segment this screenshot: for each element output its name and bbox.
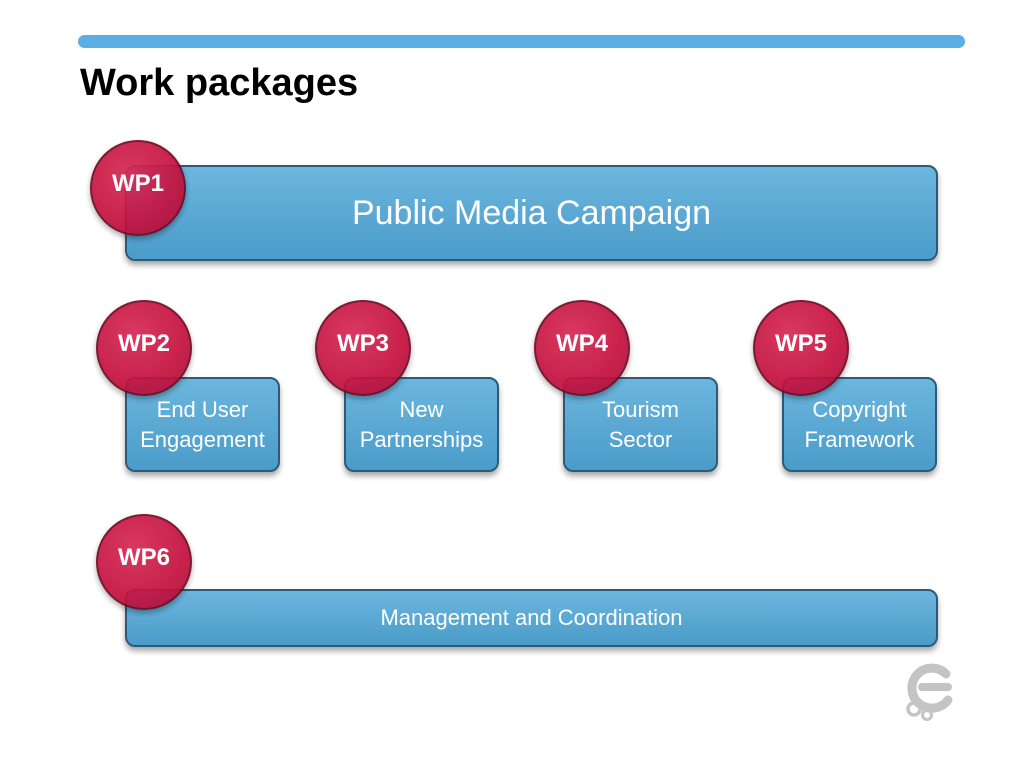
wp1-id: WP1 (111, 170, 164, 197)
wp3-label: New Partnerships (359, 396, 484, 452)
wp2-badge: WP2 (96, 300, 192, 396)
wp5-id: WP5 (774, 330, 827, 357)
wp2-id: WP2 (117, 330, 170, 357)
wp4-box: Tourism Sector (563, 377, 718, 472)
accent-bar (78, 35, 965, 48)
wp6-label: Management and Coordination (380, 605, 683, 630)
wp5-label: Copyright Framework (804, 396, 915, 452)
wp6-id: WP6 (117, 544, 170, 571)
page-title: Work packages (80, 62, 359, 104)
wp3-badge: WP3 (315, 300, 411, 396)
wp4-label: Tourism Sector (601, 396, 679, 452)
wp6-box: Management and Coordination (125, 589, 938, 647)
wp2-label: End User Engagement (140, 396, 265, 452)
wp3-id: WP3 (336, 330, 389, 357)
wp4-id: WP4 (555, 330, 608, 357)
wp1-badge: WP1 (90, 140, 186, 236)
wp1-box: Public Media Campaign (125, 165, 938, 261)
wp6-badge: WP6 (96, 514, 192, 610)
wp1-label: Public Media Campaign (351, 193, 712, 232)
europeana-style-logo-icon (906, 663, 953, 721)
wp5-box: Copyright Framework (782, 377, 937, 472)
wp4-badge: WP4 (534, 300, 630, 396)
wp5-badge: WP5 (753, 300, 849, 396)
wp2-box: End User Engagement (125, 377, 280, 472)
